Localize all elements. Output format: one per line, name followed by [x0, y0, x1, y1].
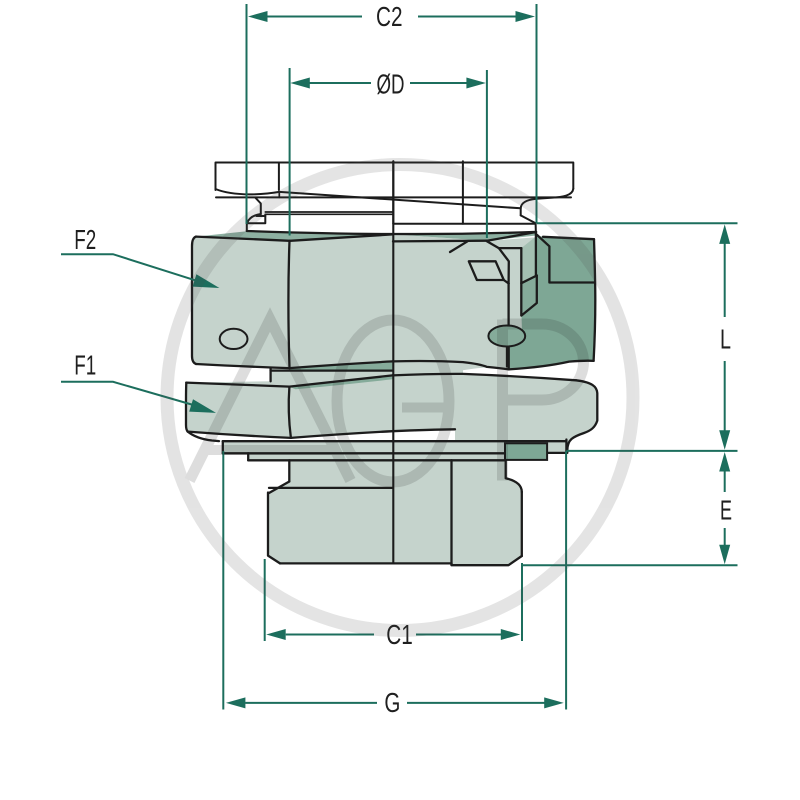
svg-text:L: L	[720, 324, 731, 355]
svg-text:C1: C1	[386, 619, 413, 650]
svg-text:F1: F1	[74, 350, 96, 381]
svg-text:E: E	[720, 495, 732, 526]
svg-text:G: G	[384, 687, 400, 718]
svg-text:F2: F2	[74, 224, 96, 255]
svg-text:C2: C2	[376, 1, 403, 32]
svg-text:ØD: ØD	[377, 68, 405, 99]
